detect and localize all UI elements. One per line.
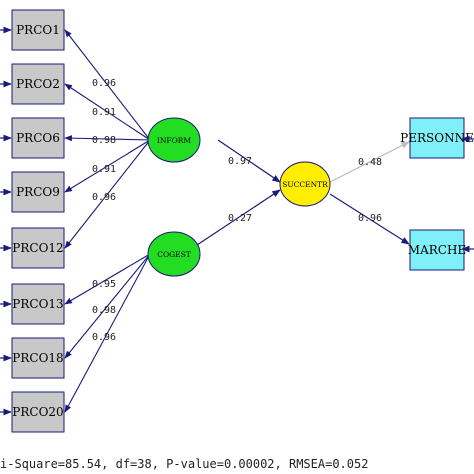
loading-label-prco12: 0.96 [92,192,116,203]
loading-label-prco2: 0.91 [92,107,116,118]
coef-cogest-succentr: 0.27 [228,213,252,224]
loading-arrow-prco12 [64,139,151,249]
loading-label-prco20: 0.96 [92,332,116,343]
latent-succentr-label: SUCCENTR [282,180,328,189]
loading-label-prco1: 0.96 [92,78,116,89]
latent-inform [147,117,201,163]
coef-inform-succentr: 0.97 [228,156,252,167]
loading-label-prco9: 0.91 [92,164,116,175]
indicator-prco6-box [11,117,65,159]
indicator-prco6-label: PRCO6 [16,131,60,145]
indicator-marche-label: MARCHE [408,243,466,257]
path-inform-to-succentr [217,139,281,183]
fit-statistics: i-Square=85.54, df=38, P-value=0.00002, … [0,457,368,471]
indicator-prco1-label: PRCO1 [16,23,60,37]
loading-arrow-prco18 [64,253,151,359]
path-succentr-to-personne [329,141,410,183]
loading-label-prco6: 0.98 [92,135,116,146]
loading-arrow-prco13 [64,253,151,305]
indicator-prco2-label: PRCO2 [16,77,60,91]
loading-arrow-prco2 [64,83,151,141]
loading-arrow-prco9 [64,139,151,193]
indicator-prco2-box [11,63,65,105]
latent-cogest-label: COGEST [157,250,191,259]
path-succentr-to-marche [329,193,410,245]
latent-succentr [279,161,331,207]
indicator-prco20-box [11,391,65,433]
indicator-prco13-box [11,283,65,325]
indicator-prco12-label: PRCO12 [12,241,63,255]
loading-arrow-prco6 [64,135,151,142]
latent-cogest [147,231,201,277]
left-loading-arrows [64,29,151,413]
indicator-prco1-box [11,9,65,51]
indicator-personne-box [409,117,465,159]
indicator-prco12-box [11,227,65,269]
left-error-arrows [0,26,12,416]
coef-succentr-marche: 0.96 [358,213,382,224]
latent-inform-label: INFORM [157,136,192,145]
indicator-personne-label: PERSONNE [400,131,474,145]
indicator-prco13-label: PRCO13 [12,297,63,311]
loading-arrow-prco20 [64,253,151,413]
indicator-prco9-box [11,171,65,213]
left-indicator-boxes: PRCO1PRCO2PRCO6PRCO9PRCO12PRCO13PRCO18PR… [11,9,65,433]
path-cogest-to-succentr [196,189,281,246]
coef-succentr-personne: 0.48 [358,157,382,168]
indicator-prco18-box [11,337,65,379]
indicator-prco18-label: PRCO18 [12,351,63,365]
loading-label-prco13: 0.95 [92,279,116,290]
loading-arrow-prco1 [64,29,151,141]
indicator-prco20-label: PRCO20 [12,405,63,419]
indicator-prco9-label: PRCO9 [16,185,60,199]
loading-label-prco18: 0.98 [92,305,116,316]
